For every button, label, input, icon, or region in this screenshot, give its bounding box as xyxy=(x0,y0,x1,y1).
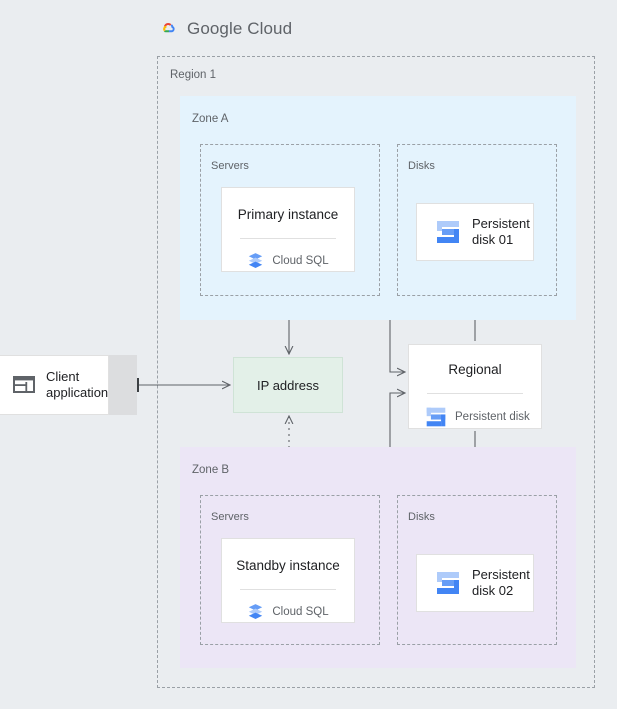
standby-instance-service-label: Cloud SQL xyxy=(272,605,329,618)
client-application-card[interactable]: Client application xyxy=(0,355,109,415)
servers-label-zone-a: Servers xyxy=(211,160,249,172)
google-cloud-logo-icon xyxy=(163,23,175,33)
servers-group-zone-b xyxy=(200,495,380,645)
persistent-disk-icon xyxy=(437,221,459,243)
persistent-disk-02-card[interactable]: Persistent disk 02 xyxy=(416,554,534,612)
client-edge-strip xyxy=(109,355,137,415)
standby-instance-title: Standby instance xyxy=(236,558,340,573)
cloud-sql-icon xyxy=(249,604,263,619)
servers-group-zone-a xyxy=(200,144,380,296)
persistent-disk-01-label: Persistent disk 01 xyxy=(472,216,530,247)
persistent-disk-01-card[interactable]: Persistent disk 01 xyxy=(416,203,534,261)
cloud-sql-icon xyxy=(249,253,263,268)
disks-group-zone-a xyxy=(397,144,557,296)
regional-disk-title: Regional xyxy=(448,362,502,377)
primary-instance-service: Cloud SQL xyxy=(222,252,354,269)
regional-disk-card[interactable]: Regional Persistent disk xyxy=(408,344,542,429)
card-divider xyxy=(240,589,336,590)
primary-instance-service-label: Cloud SQL xyxy=(272,254,329,267)
card-divider xyxy=(427,393,523,394)
servers-label-zone-b: Servers xyxy=(211,511,249,523)
card-divider xyxy=(240,238,336,239)
zone-b-label: Zone B xyxy=(192,464,230,476)
ip-address-node[interactable]: IP address xyxy=(233,357,343,413)
brand-text: Google Cloud xyxy=(187,19,292,39)
region-label: Region 1 xyxy=(170,69,217,81)
brand-google: Google xyxy=(187,19,243,38)
disks-group-zone-b xyxy=(397,495,557,645)
primary-instance-card[interactable]: Primary instance Cloud SQL xyxy=(221,187,355,272)
window-layout-icon xyxy=(13,376,35,393)
google-cloud-logo: Google Cloud xyxy=(155,17,292,41)
zone-a-label: Zone A xyxy=(192,113,229,125)
disks-label-zone-a: Disks xyxy=(408,160,435,172)
persistent-disk-icon xyxy=(426,407,446,427)
ip-address-label: IP address xyxy=(257,377,319,393)
regional-disk-service-label: Persistent disk xyxy=(455,411,530,423)
standby-instance-card[interactable]: Standby instance Cloud SQL xyxy=(221,538,355,623)
region-container xyxy=(157,56,595,688)
brand-cloud: Cloud xyxy=(247,19,293,38)
regional-disk-service: Persistent disk xyxy=(409,406,541,428)
persistent-disk-02-label: Persistent disk 02 xyxy=(472,567,530,598)
persistent-disk-icon xyxy=(437,572,459,594)
standby-instance-service: Cloud SQL xyxy=(222,603,354,620)
primary-instance-title: Primary instance xyxy=(237,207,339,222)
disks-label-zone-b: Disks xyxy=(408,511,435,523)
client-application-label: Client application xyxy=(46,369,109,400)
